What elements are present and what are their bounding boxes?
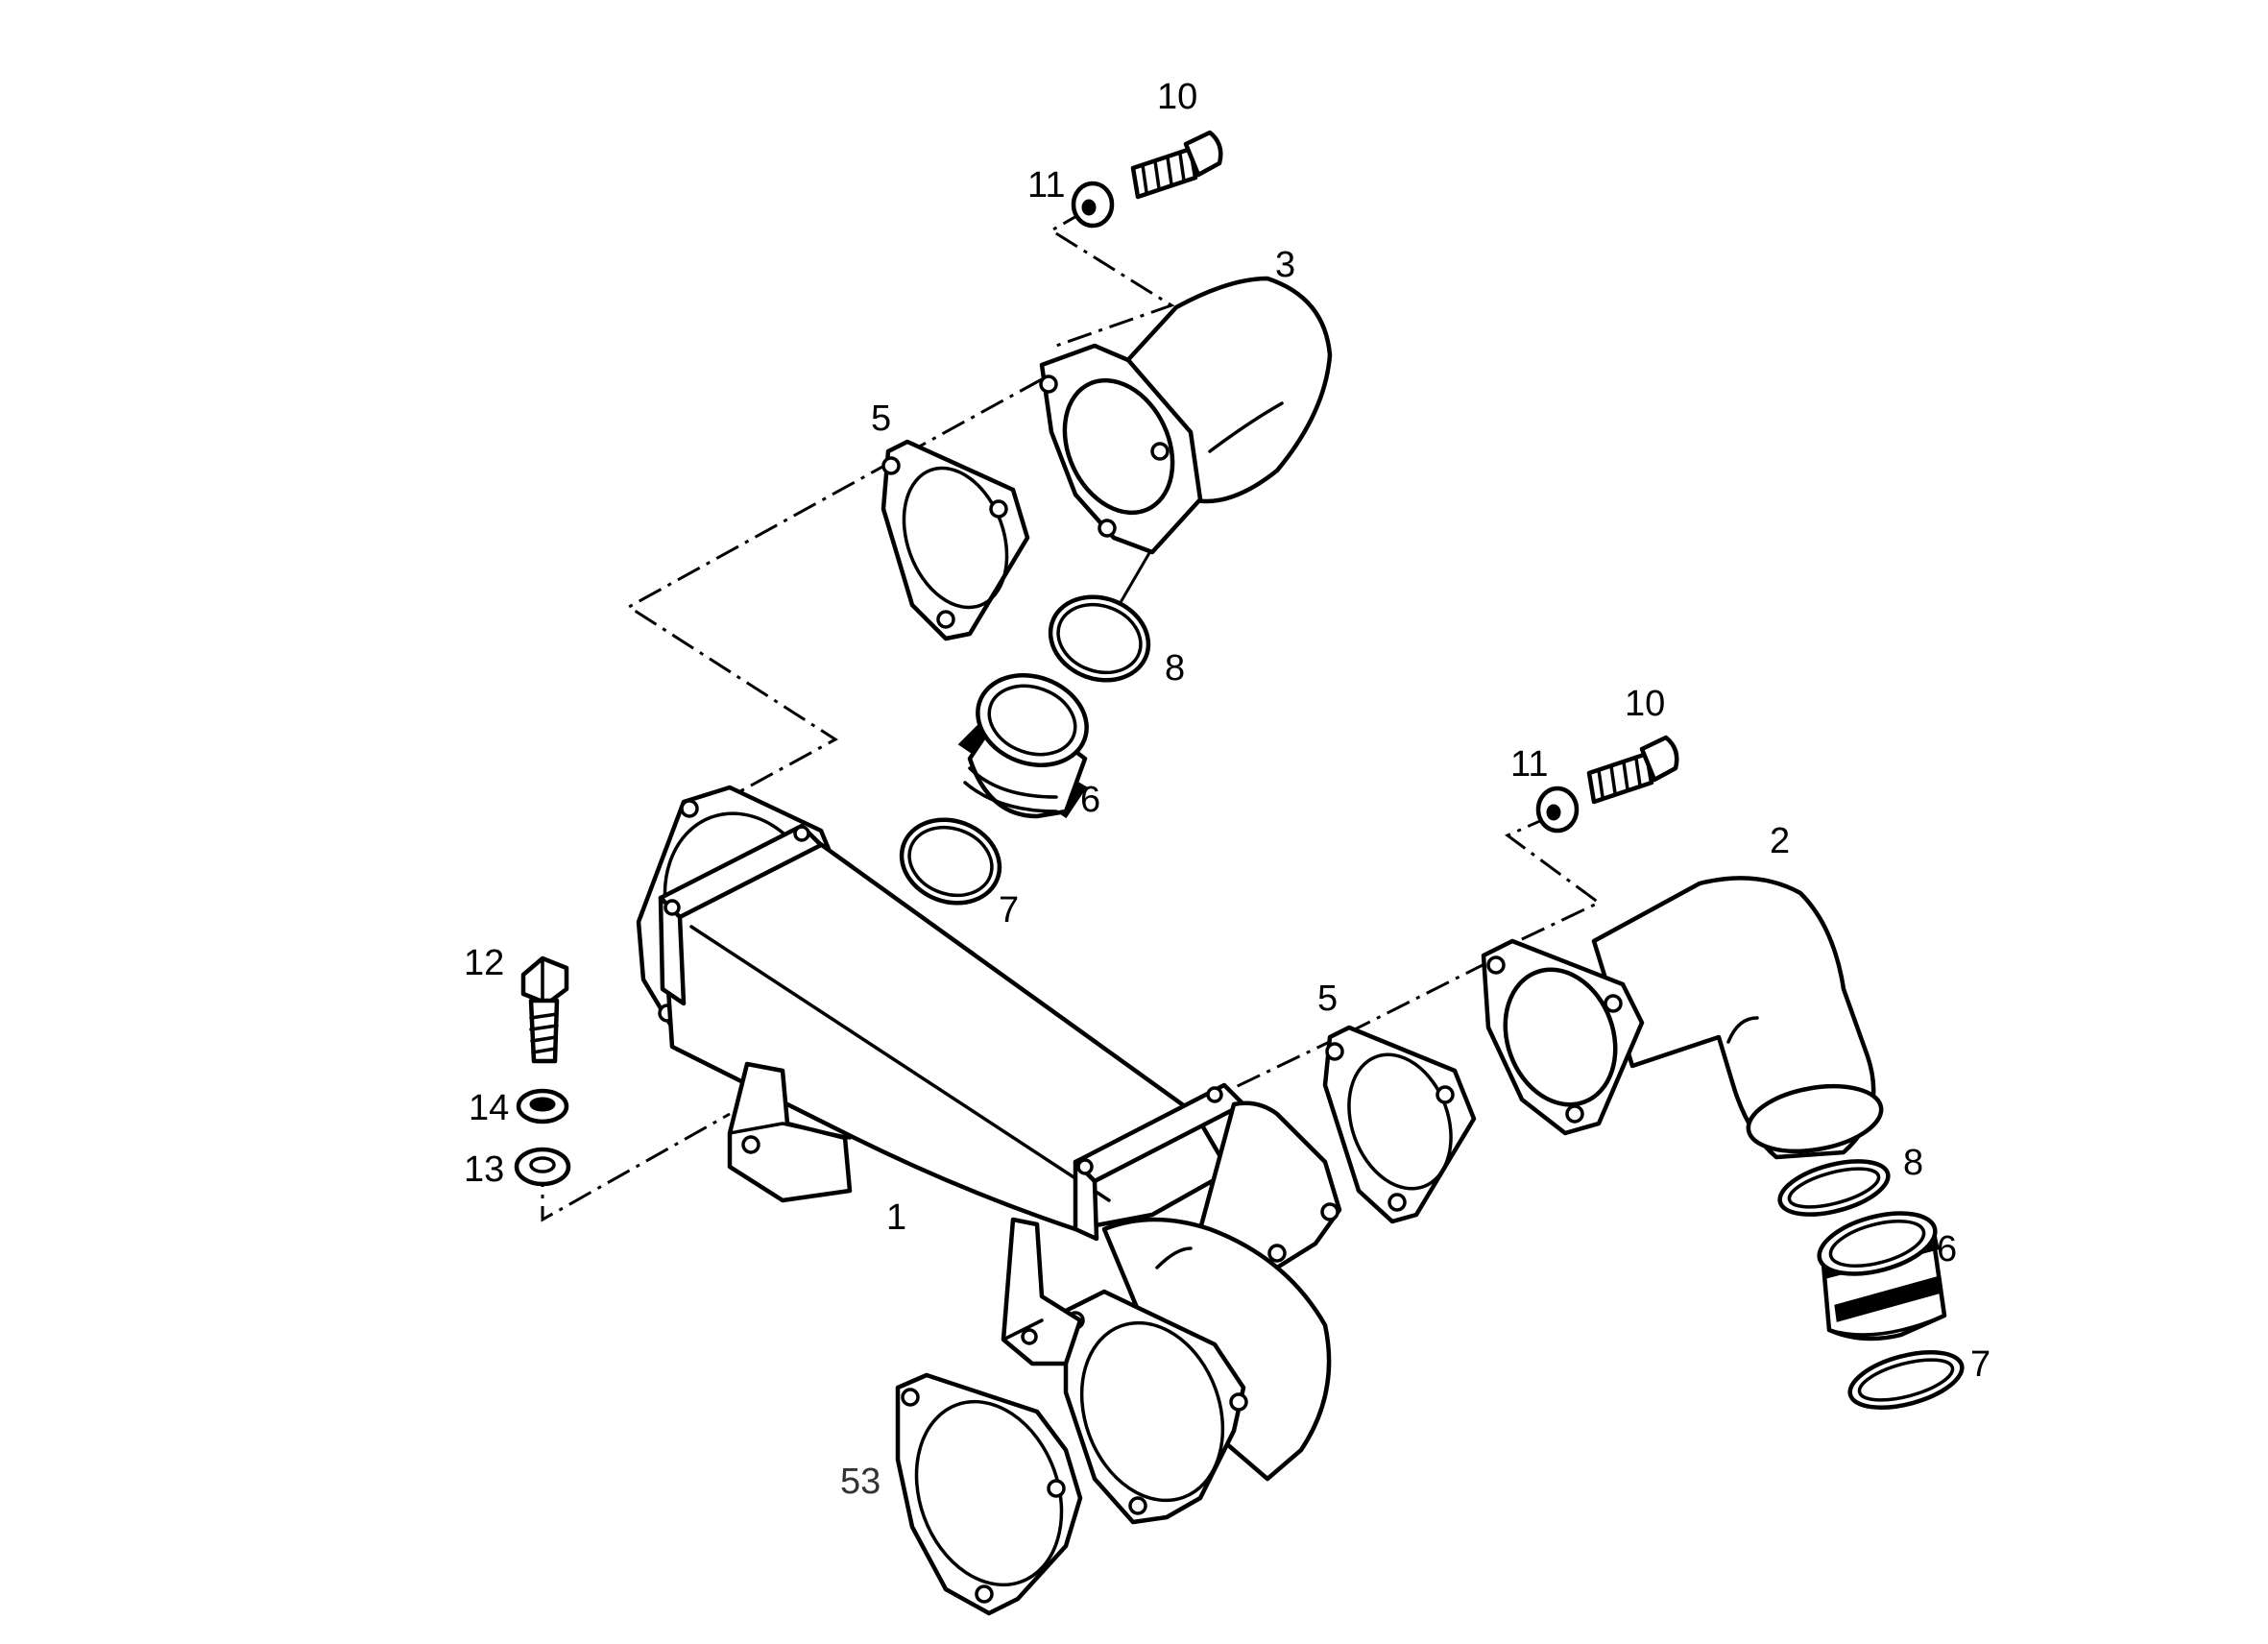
- seal-ring-7-right: [1847, 1350, 1965, 1410]
- bolt-10-right: [1586, 735, 1679, 805]
- callout-5-right: 5: [1317, 979, 1338, 1019]
- hex-bolt-12: [520, 955, 569, 1064]
- callout-11-right: 11: [1510, 744, 1548, 785]
- callout-53: 53: [840, 1462, 881, 1502]
- gasket-5-right: [1322, 1025, 1477, 1224]
- gasket-53: [895, 1372, 1083, 1616]
- seal-ring-8-right: [1777, 1159, 1891, 1217]
- callout-7-right: 7: [1970, 1344, 1991, 1385]
- callout-8-right: 8: [1903, 1143, 1923, 1183]
- leader-elbow2-to-gasket5: [1339, 960, 1489, 1039]
- callout-13: 13: [464, 1149, 504, 1190]
- callout-11-top: 11: [1027, 165, 1065, 206]
- callout-8-top: 8: [1165, 648, 1185, 689]
- gasket-5-top: [881, 439, 1030, 641]
- lock-washer-14: [516, 1088, 569, 1124]
- leader-gasket5-to-manifold-right: [1218, 1035, 1340, 1097]
- sleeve-6-top: [957, 673, 1089, 819]
- leader-washer11-to-elbow2: [1497, 814, 1602, 953]
- manifold-1: [636, 785, 1342, 1525]
- bolt-10-top: [1130, 130, 1223, 200]
- callout-2: 2: [1770, 821, 1790, 861]
- seal-ring-7-top: [899, 817, 1002, 906]
- elbow-3: [1039, 276, 1333, 555]
- callout-12: 12: [464, 943, 504, 983]
- callout-10-right: 10: [1625, 684, 1665, 724]
- callout-labels: 10 11 3 5 8 6 7 10 11 2 5 12 14 13 1 8 6…: [464, 77, 1991, 1502]
- callout-10-top: 10: [1157, 77, 1197, 117]
- callout-6-right: 6: [1937, 1229, 1957, 1269]
- washer-11-right: [1535, 786, 1580, 834]
- callout-1: 1: [886, 1197, 906, 1238]
- leader-washer11-to-elbow3: [1049, 209, 1175, 348]
- elbow-2: [1481, 876, 1884, 1160]
- callout-5-top: 5: [871, 399, 891, 439]
- callout-3: 3: [1275, 245, 1295, 285]
- washer-11-top: [1071, 181, 1115, 229]
- callout-7-top: 7: [999, 890, 1019, 931]
- leader-gasket5-to-manifold: [626, 459, 894, 799]
- callout-14: 14: [469, 1088, 509, 1128]
- seal-ring-8-top: [1048, 594, 1151, 683]
- sleeve-6-right: [1817, 1211, 1947, 1342]
- washer-13: [514, 1147, 571, 1187]
- callout-6-top: 6: [1080, 780, 1100, 820]
